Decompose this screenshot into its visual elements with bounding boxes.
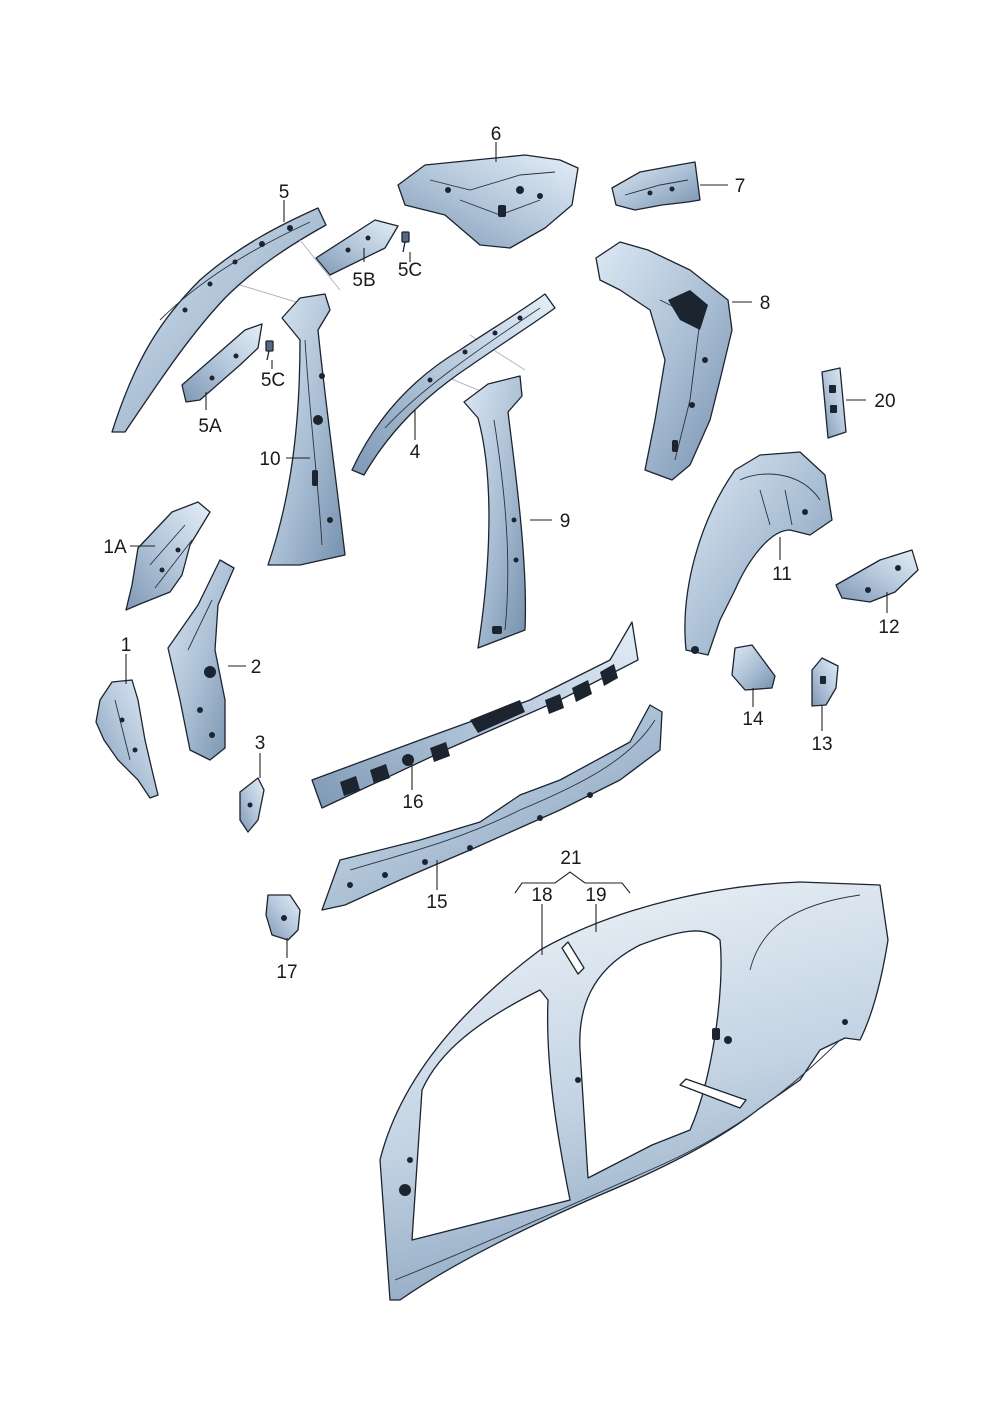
part-10-pillar [267,293,346,566]
part-12-bracket [835,549,919,603]
part-14-bracket [731,644,776,691]
label-5A: 5A [198,416,222,437]
part-5-roof-rail [111,207,327,433]
label-2: 2 [251,657,262,678]
label-14: 14 [742,709,764,730]
part-6-rear-upper [397,154,579,249]
label-1: 1 [121,635,132,656]
part-13-bracket [811,657,839,707]
label-21: 21 [560,848,581,869]
label-4: 4 [410,442,421,463]
label-18: 18 [531,885,552,906]
label-16: 16 [402,792,423,813]
part-labels: 5 6 7 8 20 5B 5C 5A 5C 4 10 9 1A 2 1 3 1… [103,124,899,983]
label-12: 12 [878,617,899,638]
part-16-sill-inner [311,621,639,809]
label-5C-top: 5C [398,260,422,281]
part-11-wheel-arch [684,451,833,656]
part-16-cutouts [340,664,618,796]
label-15: 15 [426,892,447,913]
part-21-side-panel [379,881,889,1301]
label-20: 20 [874,391,895,412]
part-8-c-pillar [595,241,733,481]
part-1A-trim [125,501,211,611]
label-5C-lower: 5C [261,370,285,391]
part-5-holes [182,225,293,313]
label-11: 11 [772,564,792,585]
part-5A-bracket [181,323,263,403]
label-10: 10 [259,449,280,470]
part-5C-screw-top [401,231,410,253]
part-15-sill-outer [321,704,663,911]
label-19: 19 [585,885,606,906]
label-8: 8 [760,293,771,314]
label-13: 13 [811,734,832,755]
label-3: 3 [255,733,266,754]
section-cut-marks [561,941,747,1109]
leader-lines [125,142,888,958]
label-7: 7 [735,176,746,197]
part-3-bracket [239,777,265,833]
label-1A: 1A [103,537,127,558]
part-17-bracket [265,894,301,941]
part-7-bracket [611,161,701,211]
part-20-bracket [821,367,847,439]
part-5C-screw-lower [265,340,274,361]
label-5: 5 [279,182,290,203]
label-5B: 5B [352,270,375,291]
part-1-front-bracket [95,679,159,799]
part-2-a-pillar-lower [167,559,235,761]
part-5B-bracket [315,219,399,276]
part-21-holes [399,1019,848,1196]
part-9-b-pillar [463,375,527,649]
label-17: 17 [276,962,297,983]
part-4-roof-rail [351,293,556,476]
label-9: 9 [560,511,571,532]
label-6: 6 [491,124,502,145]
part-15-holes [347,792,593,888]
